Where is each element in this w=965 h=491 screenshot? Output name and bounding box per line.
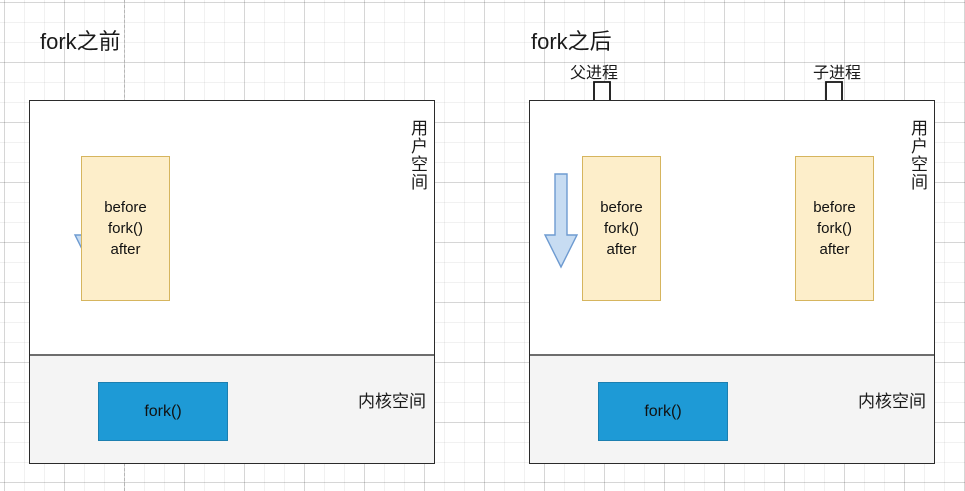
execution-flow-arrow-after [543, 173, 579, 269]
code-box-before-text: before fork() after [104, 198, 147, 259]
child-process-label: 子进程 [813, 65, 862, 82]
kernel-space-label-after: 内核空间 [858, 392, 926, 411]
code-box-child-text: before fork() after [813, 198, 856, 259]
code-box-child: before fork() after [795, 156, 874, 301]
kernel-fork-box-after-label: fork() [644, 402, 682, 420]
process-box-before: 用户空间 内核空间 before fork() after fork() [29, 100, 435, 464]
code-box-parent-text: before fork() after [600, 198, 643, 259]
panel-title-before: fork之前 [40, 29, 121, 54]
kernel-space-band-before [30, 354, 434, 463]
user-space-label-after: 用户空间 [908, 119, 927, 191]
user-space-label-before: 用户空间 [408, 119, 427, 191]
code-box-parent: before fork() after [582, 156, 661, 301]
kernel-space-band-after [530, 354, 934, 463]
kernel-space-label-before: 内核空间 [358, 392, 426, 411]
kernel-fork-box-before-label: fork() [144, 402, 182, 420]
kernel-fork-box-after: fork() [598, 382, 728, 441]
parent-process-label: 父进程 [570, 65, 619, 82]
process-box-after: 用户空间 内核空间 before fork() after before for… [529, 100, 935, 464]
code-box-before: before fork() after [81, 156, 170, 301]
panel-title-after: fork之后 [531, 29, 612, 54]
kernel-fork-box-before: fork() [98, 382, 228, 441]
